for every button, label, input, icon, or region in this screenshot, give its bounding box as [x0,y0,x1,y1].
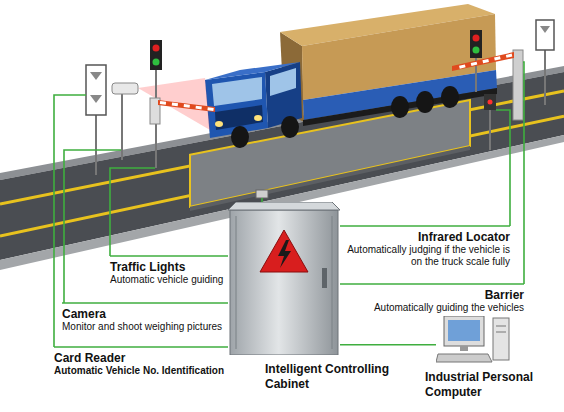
left-devices [86,40,215,175]
left-devices [150,40,162,70]
signal-wire [340,283,524,285]
device-description: Automatically judging if the vehicle is … [344,244,510,268]
device-label: BarrierAutomatically guiding the vehicle… [374,284,526,314]
right-devices [484,94,496,110]
signal-wire [523,62,524,284]
left-devices [112,83,138,94]
truck [212,77,262,106]
left-devices [95,115,97,175]
device-label: Traffic LightsAutomatic vehicle guiding [108,256,223,286]
right-devices [452,20,554,150]
computer-drawing [493,318,509,360]
cabinet-drawing [230,210,338,355]
cabinet-drawing [278,240,291,268]
cabinet-drawing [260,230,308,272]
truck [215,121,223,127]
left-devices [153,45,160,52]
device-name: Camera [62,307,222,321]
signal-wire [62,302,228,304]
truck [231,126,249,148]
signal-wire [54,346,228,348]
device-description: Automatically guiding the vehicles [374,302,524,314]
truck [281,116,299,138]
left-devices [90,72,102,80]
left-devices [121,94,123,160]
device-name: Traffic Lights [110,260,223,274]
right-devices [454,55,512,69]
device-label: Infrared LocatorAutomatically judging if… [344,226,512,268]
control-cabinet: Intelligent Controlling Cabinet [228,202,340,355]
left-devices [153,59,160,66]
cabinet-drawing [236,216,237,349]
right-devices [470,30,482,58]
device-label: Card ReaderAutomatic Vehicle No. Identif… [52,347,224,377]
left-devices [158,100,215,112]
truck [205,4,497,148]
truck [416,91,434,113]
computer-drawing [444,316,484,346]
device-description: Monitor and shoot weighing pictures [62,321,222,333]
computer-drawing [496,326,506,327]
right-devices [540,26,550,33]
truck [270,68,296,96]
cabinet-drawing [322,268,327,288]
signal-wire [110,168,155,256]
device-description: Automatic Vehicle No. Identification [54,365,224,377]
truck [265,62,302,128]
industrial-computer: Industrial Personal Computer [436,316,512,364]
right-devices [473,35,480,42]
cabinet-drawing [228,202,340,210]
left-devices [160,103,214,110]
truck [391,96,409,118]
computer-drawing [496,332,506,333]
signal-wire [496,110,510,226]
truck [303,88,497,126]
right-devices [452,52,514,71]
device-name: Barrier [374,288,524,302]
signal-wire [340,225,510,227]
signal-wire [340,344,436,346]
right-devices [488,100,493,105]
right-devices [544,50,546,105]
right-devices [489,110,491,150]
computer-drawing [448,320,480,341]
device-description: Automatic vehicle guiding [110,274,223,286]
left-devices [86,65,106,115]
scale-platform [256,190,268,198]
node-caption: Industrial Personal Computer [425,370,547,400]
truck [254,115,262,121]
right-devices [513,50,523,120]
left-devices [90,95,102,103]
computer-drawing [436,316,512,364]
cabinet-drawing [332,216,333,349]
truck [441,86,459,108]
scale-platform [190,146,470,211]
signal-wire [110,255,228,257]
computer-drawing [436,354,492,362]
cabinet-drawing [228,202,340,355]
computer-drawing [460,346,468,351]
signal-wire [261,198,263,202]
right-devices [536,20,554,50]
right-devices [473,47,480,54]
node-caption: Intelligent Controlling Cabinet [265,362,399,392]
device-name: Card Reader [54,351,224,365]
device-label: CameraMonitor and shoot weighing picture… [60,303,222,333]
device-name: Infrared Locator [344,230,510,244]
